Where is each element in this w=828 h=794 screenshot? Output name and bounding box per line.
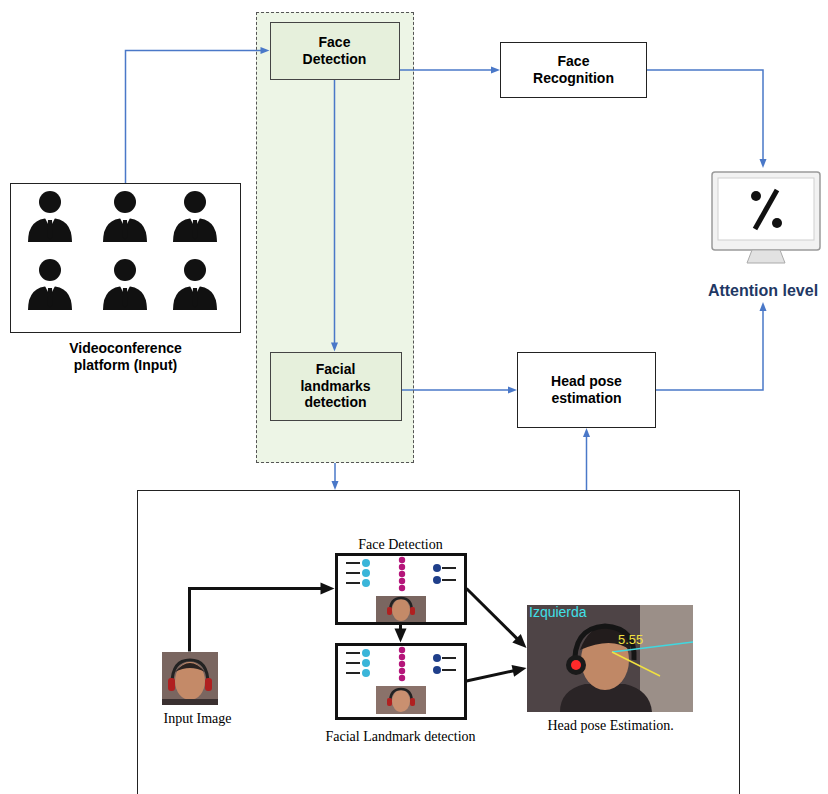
network-icon <box>346 557 456 591</box>
flow-arrow <box>647 70 767 168</box>
flow-arrow <box>190 583 335 652</box>
connector-line <box>334 463 336 482</box>
arrow-head <box>760 159 767 168</box>
face-photo <box>376 596 426 622</box>
arrow-head <box>491 67 500 74</box>
flow-arrow <box>402 387 518 394</box>
connector-line <box>586 436 588 490</box>
flow-arrow <box>656 302 767 390</box>
region-fill <box>256 12 414 463</box>
flow-arrow <box>467 589 527 649</box>
detail-panel: Input Image Face DetectionFacial Landmark… <box>137 490 740 794</box>
box-label: Facial landmarks detection <box>285 361 387 411</box>
arrow-head <box>583 428 590 437</box>
flow-arrow <box>467 665 527 681</box>
monitor-icon <box>712 172 820 263</box>
process-box: Head pose estimation <box>517 352 656 428</box>
connector-line <box>656 310 763 390</box>
caption: Facial Landmark detection <box>325 729 475 746</box>
flow-arrow <box>400 67 501 74</box>
process-box: Facial landmarks detection <box>270 352 402 421</box>
connector-line <box>467 671 514 681</box>
output-monitor: Attention level <box>700 168 826 302</box>
arrow-head <box>332 481 339 490</box>
arrow-head <box>321 583 335 595</box>
arrow-head <box>261 47 270 54</box>
caption: Face Detection <box>358 537 442 554</box>
model-box: Face Detection <box>335 553 467 625</box>
connector-line <box>402 389 510 391</box>
arrow-head <box>331 343 338 352</box>
arrow-head <box>508 387 517 394</box>
dashed-region: Face DetectionFacial landmarks detection <box>256 12 414 463</box>
arrow-head <box>395 629 407 643</box>
caption: Head pose Estimation. <box>548 718 674 735</box>
network-icon <box>346 647 456 681</box>
connector-line <box>126 51 262 184</box>
arrow-head <box>512 634 526 648</box>
flow-arrow <box>332 463 339 490</box>
connector-line <box>647 70 763 160</box>
direction-label: Izquierda <box>529 604 587 620</box>
arrow-head <box>760 302 767 311</box>
face-photo <box>162 652 218 705</box>
participant-icons <box>28 191 217 310</box>
arrow-head <box>512 665 527 677</box>
input-panel: Videoconference platform (Input) <box>10 183 241 333</box>
image-box: Head pose Estimation. <box>527 605 693 712</box>
process-box: Face Detection <box>270 22 400 80</box>
box-label: Head pose estimation <box>538 373 635 407</box>
flow-arrow <box>583 428 590 490</box>
connector-line <box>467 589 518 639</box>
image-box: Input Image <box>162 652 218 705</box>
flow-arrow <box>395 625 407 643</box>
process-box: Face Recognition <box>500 42 647 98</box>
caption: Input Image <box>164 711 232 728</box>
box-label: Face Detection <box>289 34 381 68</box>
caption: Attention level <box>700 281 826 300</box>
model-box: Facial Landmark detection <box>335 643 467 720</box>
head-pose-photo <box>527 605 693 712</box>
connector-line <box>190 589 322 652</box>
face-photo <box>376 686 426 714</box>
flow-arrow <box>126 47 270 183</box>
flow-arrow <box>331 80 338 352</box>
angle-value: 5.55 <box>618 632 643 647</box>
box-label: Face Recognition <box>531 53 616 87</box>
connector-line <box>334 80 336 344</box>
caption: Videoconference platform (Input) <box>69 340 182 374</box>
